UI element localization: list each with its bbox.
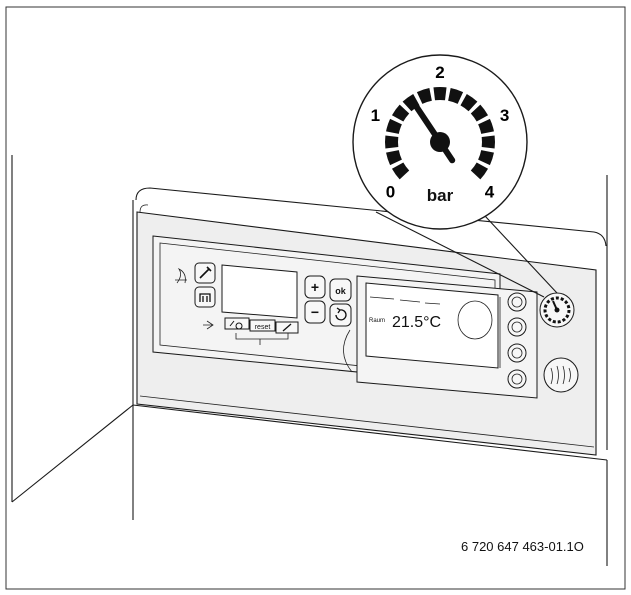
minus-label: − xyxy=(311,304,319,320)
chimney-icon xyxy=(199,293,211,302)
main-display xyxy=(221,264,298,319)
rotary-dial[interactable] xyxy=(457,300,493,340)
minus-button[interactable]: − xyxy=(304,300,326,324)
plus-button[interactable]: + xyxy=(304,275,326,299)
wrench-icon xyxy=(199,266,212,279)
ok-label: ok xyxy=(335,286,346,296)
magnifier-leader-right xyxy=(484,215,558,294)
gauge-scale-segment xyxy=(386,150,402,166)
gauge-scale-segment xyxy=(478,118,494,134)
main-switch-knob[interactable] xyxy=(543,357,579,393)
wrench-button[interactable] xyxy=(194,262,216,284)
bracket-line xyxy=(235,333,289,345)
side-button-1[interactable] xyxy=(507,292,527,312)
boiler-casing xyxy=(11,155,608,566)
gauge-unit: bar xyxy=(427,186,454,205)
gauge-tick-label: 3 xyxy=(500,106,509,125)
gauge-tick-label: 1 xyxy=(371,106,380,125)
gauge-hub xyxy=(430,132,450,152)
gauge-scale-segment xyxy=(391,104,410,122)
flame-icon xyxy=(175,267,187,284)
magnified-pressure-gauge: 0 1 2 3 4 bar xyxy=(352,54,528,230)
figure-code: 6 720 647 463-01.1O xyxy=(461,539,584,554)
screwdriver-icon xyxy=(282,323,292,332)
gauge-scale-segment xyxy=(433,87,447,101)
back-button[interactable] xyxy=(329,303,352,327)
ok-button[interactable]: ok xyxy=(329,278,352,302)
display-small-label: Raum xyxy=(369,318,385,324)
gauge-scale-segment xyxy=(481,135,496,149)
gauge-tick-label: 4 xyxy=(485,182,495,201)
gauge-scale-segment xyxy=(460,93,478,112)
gauge-tick-label: 2 xyxy=(435,63,444,82)
side-button-4[interactable] xyxy=(507,369,527,389)
gauge-scale-segment xyxy=(448,88,464,104)
reset-button[interactable]: reset xyxy=(249,319,276,332)
gauge-scale-segment xyxy=(416,88,432,104)
back-arrow-icon xyxy=(335,307,347,321)
gauge-scale-segment xyxy=(470,162,489,180)
service-tool-button[interactable] xyxy=(275,321,299,334)
gauge-scale-segment xyxy=(478,150,494,166)
plus-label: + xyxy=(311,279,319,295)
standby-button[interactable] xyxy=(224,317,250,330)
magnifier-leader-left xyxy=(375,211,545,298)
hand-pointer-icon xyxy=(203,320,214,330)
gauge-scale-segment xyxy=(384,135,399,149)
outer-frame xyxy=(5,6,626,590)
reset-label: reset xyxy=(255,324,271,331)
room-controller: Raum 21.5°C xyxy=(356,275,538,399)
chimney-sweep-button[interactable] xyxy=(194,286,216,308)
small-pressure-gauge xyxy=(539,292,575,328)
gauge-tick-label: 0 xyxy=(386,182,395,201)
gauge-scale-segment xyxy=(386,118,402,134)
gauge-scale-segment xyxy=(391,162,410,180)
gauge-scale-segment xyxy=(470,104,489,122)
standby-icon xyxy=(229,320,243,330)
side-button-3[interactable] xyxy=(507,343,527,363)
side-button-2[interactable] xyxy=(507,317,527,337)
temperature-display: 21.5°C xyxy=(392,314,441,331)
